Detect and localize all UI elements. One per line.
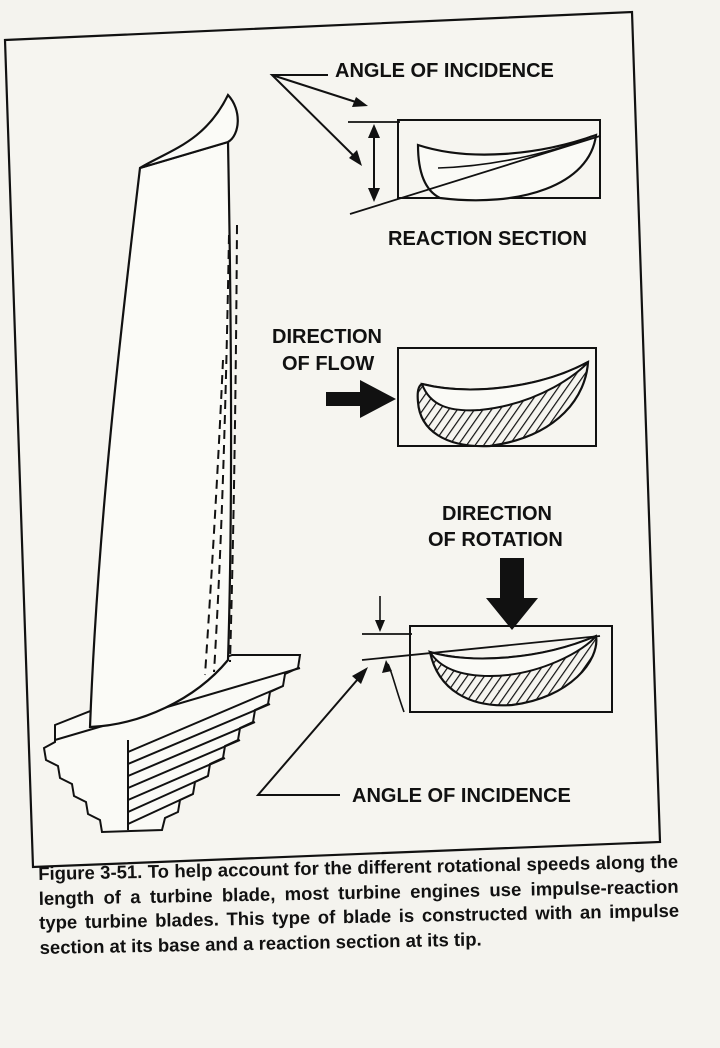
flow-direction-arrow (326, 380, 396, 418)
label-angle-of-incidence-bottom: ANGLE OF INCIDENCE (352, 785, 571, 807)
label-direction-of-rotation-2: OF ROTATION (428, 529, 563, 551)
label-reaction-section: REACTION SECTION (388, 228, 587, 250)
impulse-section-detail (326, 347, 597, 448)
fir-tree-root (42, 654, 302, 834)
figure-caption: Figure 3-51. To help account for the dif… (38, 850, 680, 958)
root-section-detail (255, 558, 613, 796)
rotation-direction-arrow (486, 558, 538, 630)
label-direction-of-flow-1: DIRECTION (272, 326, 382, 348)
label-direction-of-flow-2: OF FLOW (282, 353, 374, 375)
blade-hidden-edge (204, 224, 238, 676)
blade-tip (139, 93, 239, 170)
blade-body (88, 140, 233, 729)
impulse-section-box (397, 347, 597, 447)
label-direction-of-rotation-1: DIRECTION (442, 503, 552, 525)
reaction-section-detail (269, 74, 601, 215)
turbine-blade (42, 93, 302, 834)
label-angle-of-incidence-top: ANGLE OF INCIDENCE (335, 60, 554, 82)
